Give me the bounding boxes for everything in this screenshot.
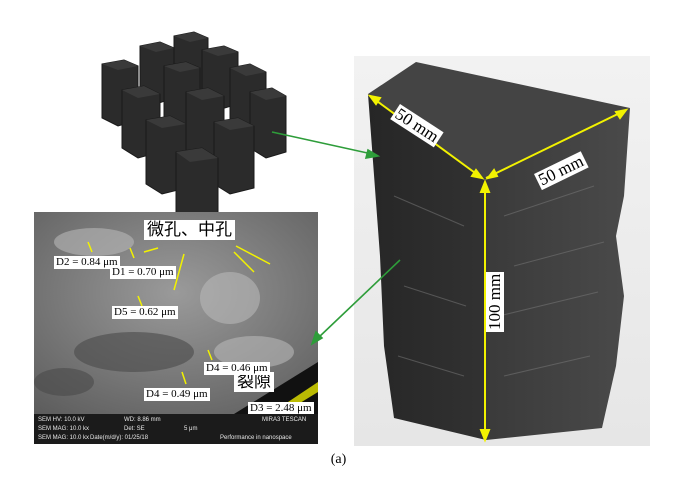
array-to-block-arrow [271, 131, 373, 155]
block-to-sem-arrow [317, 259, 401, 339]
measurement-d2: D2 = 0.84 μm [54, 256, 120, 269]
pore-label: 微孔、中孔 [144, 220, 235, 240]
sem-date: Date(m/d/y): 01/25/18 [90, 435, 149, 441]
sem-hv: SEM HV: 10.0 kV [38, 417, 85, 423]
sem-mag-1: SEM MAG: 10.0 kx [38, 426, 90, 432]
measurement-d3: D3 = 2.48 μm [248, 402, 314, 415]
measurement-d5: D5 = 0.62 μm [112, 306, 178, 319]
sem-info-bar: SEM HV: 10.0 kV WD: 8.86 mm SEM MAG: 10.… [34, 414, 318, 444]
sem-micrograph: 微孔、中孔 裂隙 D2 = 0.84 μm D1 = 0.70 μm D5 = … [34, 212, 318, 444]
sem-slogan: Performance in nanospace [220, 435, 292, 441]
sem-det: Det: SE [124, 426, 145, 432]
measurement-d4-b: D4 = 0.49 μm [144, 388, 210, 401]
figure-caption: (a) [330, 452, 347, 467]
sem-wd: WD: 8.86 mm [124, 417, 161, 423]
sem-scale: 5 μm [184, 426, 198, 432]
measurement-d4-a: D4 = 0.46 μm [204, 362, 270, 375]
crack-label: 裂隙 [234, 372, 274, 392]
sem-brand: MIRA3 TESCAN [262, 417, 307, 423]
sem-mag-2: SEM MAG: 10.0 kx [38, 435, 90, 441]
measurement-d1: D1 = 0.70 μm [110, 266, 176, 279]
